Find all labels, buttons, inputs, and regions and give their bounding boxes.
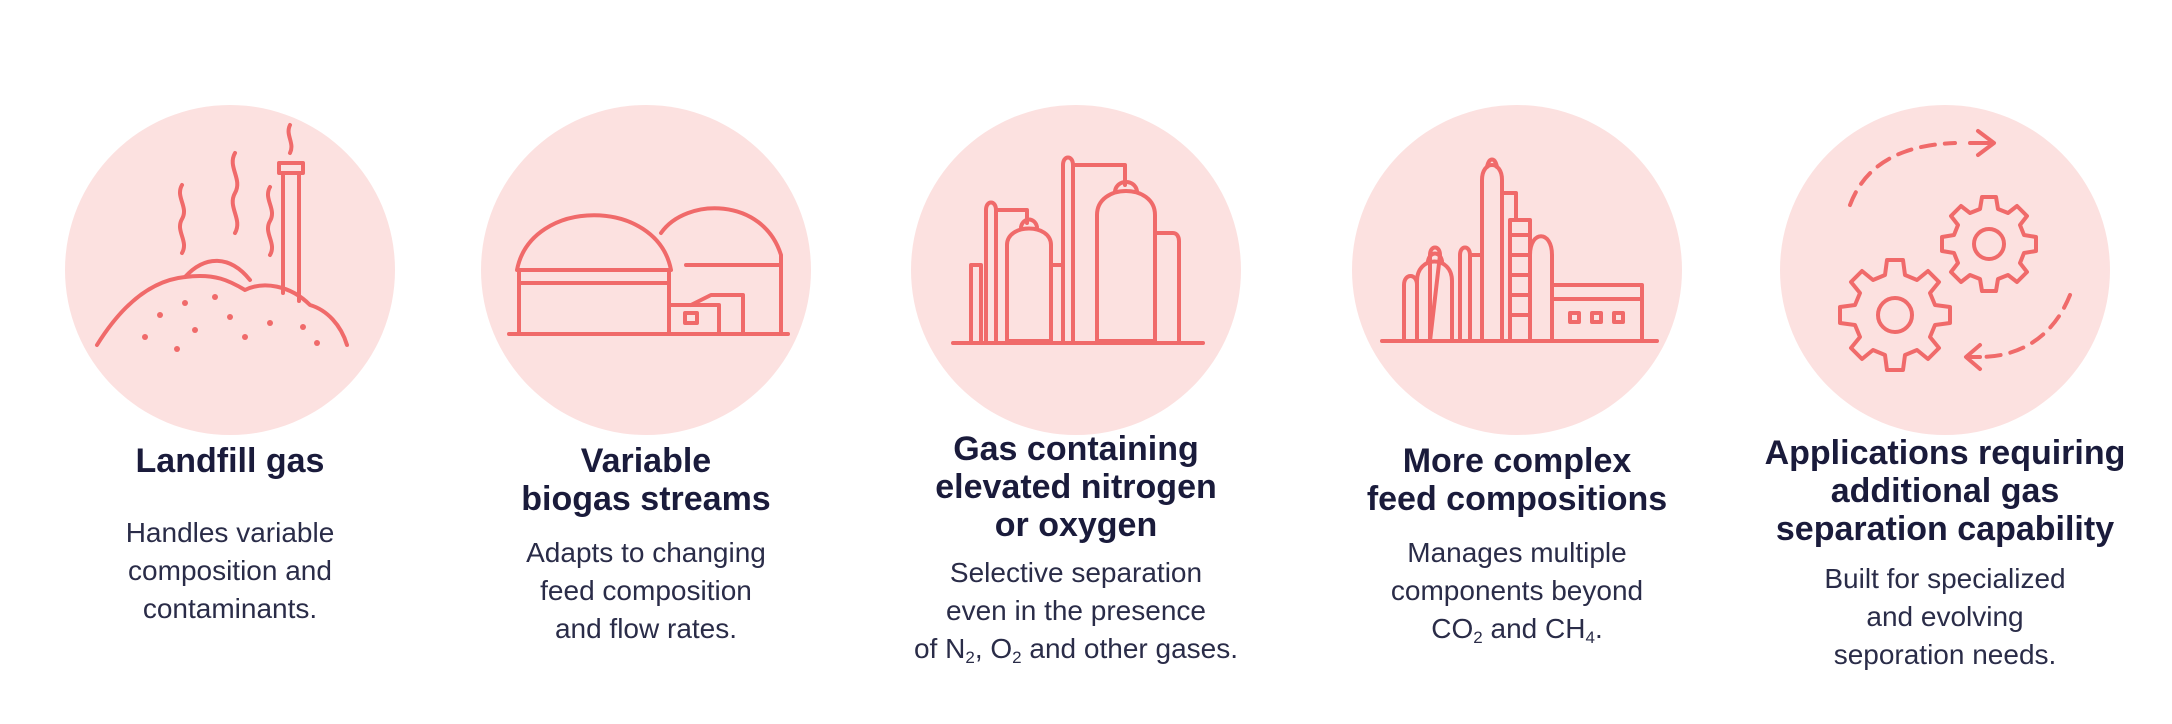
card-description: Selective separation even in the presenc… [866, 554, 1286, 668]
card-description: Built for specialized and evolving sepor… [1824, 563, 2066, 670]
gears-cycle-icon [1838, 129, 2072, 372]
landfill-icon [95, 123, 349, 352]
card-description: Handles variable composition and contami… [125, 517, 335, 624]
formula-line: CO2 and CH4. [1431, 613, 1603, 647]
feature-card-nitrogen-oxygen: Gas containing elevated nitrogen or oxyg… [866, 0, 1286, 724]
gas-tanks-icon [951, 155, 1205, 345]
icon-circle [911, 105, 1241, 435]
biogas-digester-icon [507, 206, 790, 336]
icon-circle [65, 105, 395, 435]
refinery-icon [1380, 157, 1659, 343]
icon-circle [481, 105, 811, 435]
icon-circle [1780, 105, 2110, 435]
card-title: Applications requiring additional gas se… [1764, 434, 2126, 548]
card-title: Landfill gas [135, 442, 325, 480]
feature-card-landfill-gas: Landfill gas Handles variable compositio… [20, 0, 440, 724]
feature-card-biogas-streams: Variable biogas streams Adapts to changi… [436, 0, 856, 724]
formula-line: of N2, O2 and other gases. [913, 633, 1238, 667]
feature-card-additional-separation: Applications requiring additional gas se… [1735, 0, 2155, 724]
card-description: Adapts to changing feed composition and … [526, 537, 766, 644]
card-title: Gas containing elevated nitrogen or oxyg… [935, 430, 1217, 544]
card-description: Manages multiple components beyond CO2 a… [1307, 534, 1727, 648]
icon-circle [1352, 105, 1682, 435]
card-title: Variable biogas streams [521, 442, 771, 518]
card-title: More complex feed compositions [1366, 442, 1668, 518]
feature-card-complex-feed: More complex feed compositions Manages m… [1307, 0, 1727, 724]
